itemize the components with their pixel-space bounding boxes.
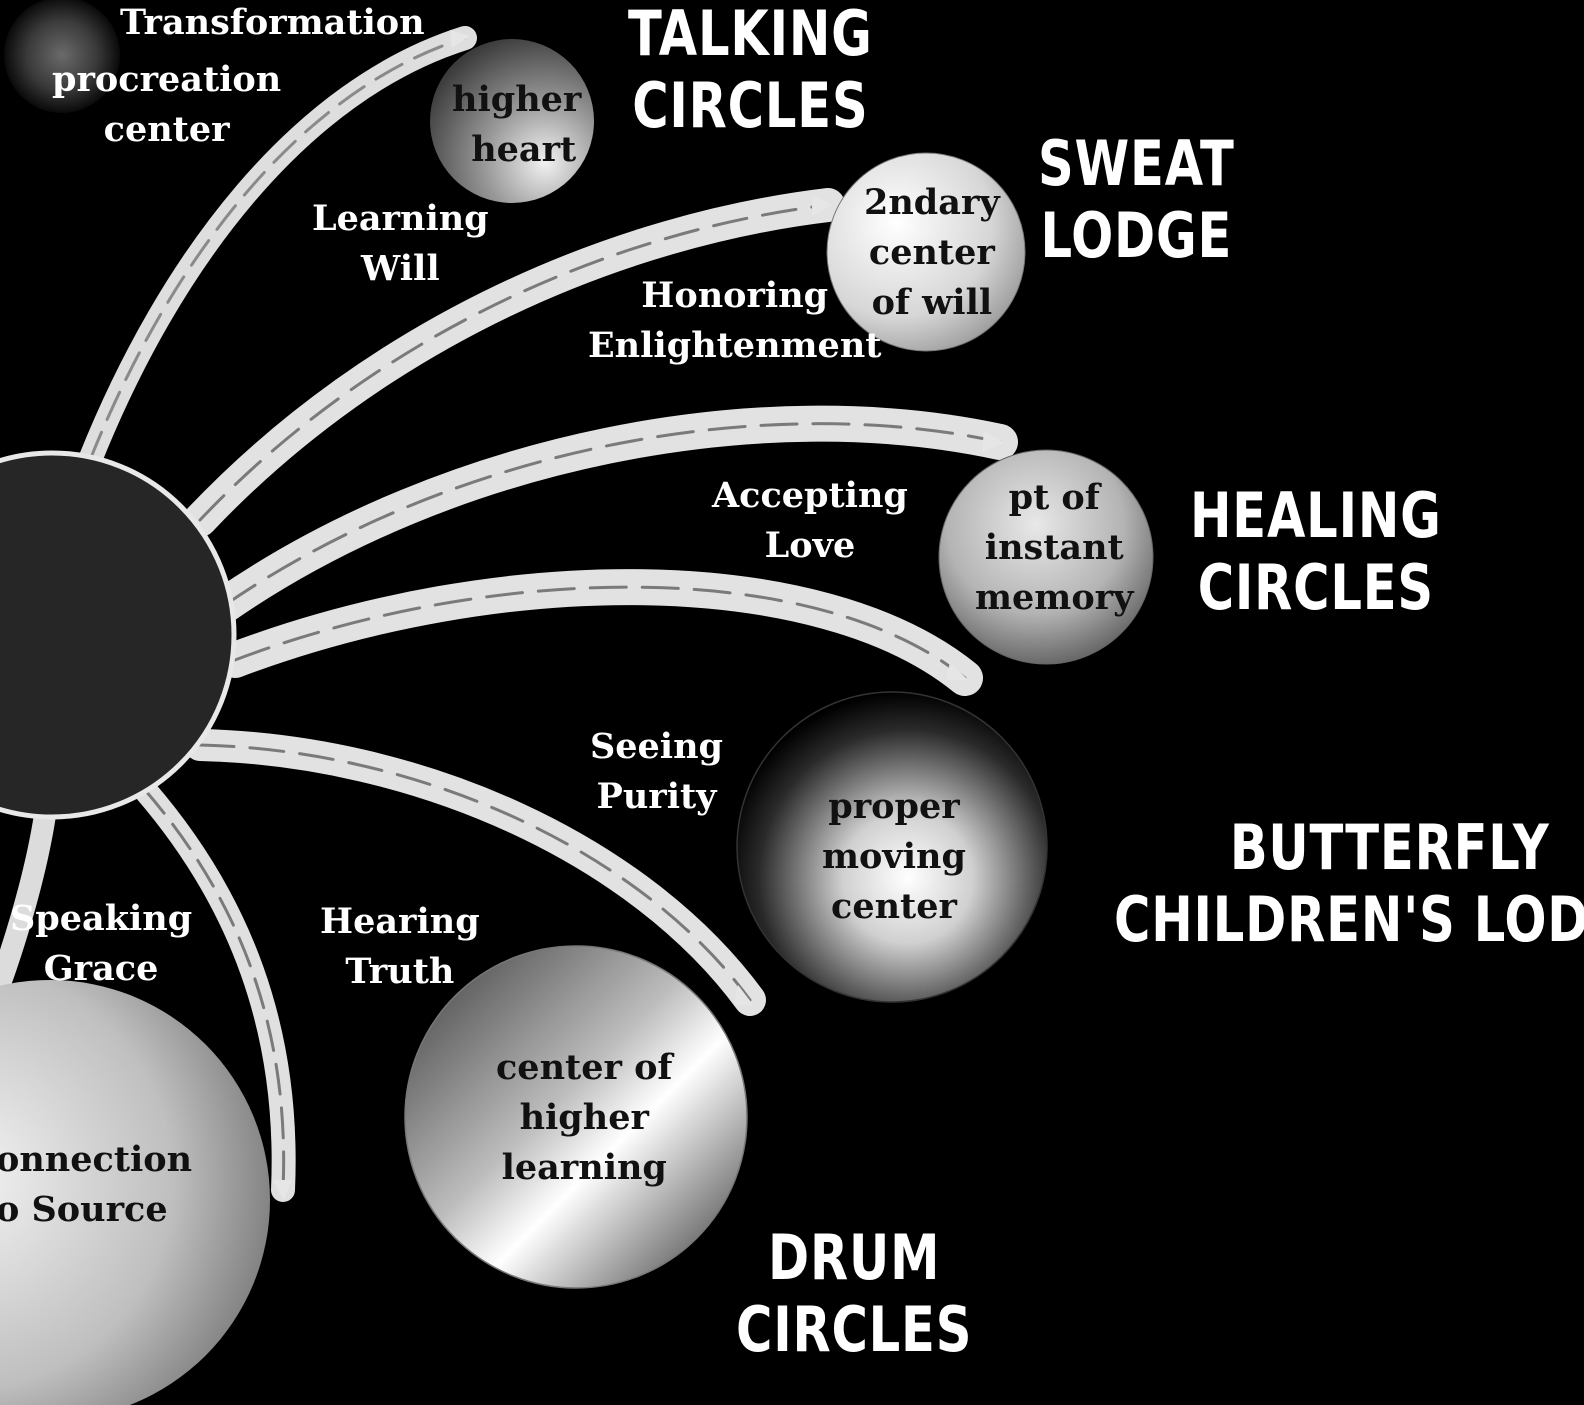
ray-accepting	[235, 587, 965, 678]
label-seeing-line-1: Seeing	[590, 722, 723, 772]
node-proper-moving-line-1: proper	[822, 782, 966, 832]
node-higher-learning-line-1: center of	[496, 1043, 673, 1093]
node-secondary-will-line-2: center	[864, 228, 1000, 278]
node-instant-memory-line-3: memory	[975, 573, 1133, 623]
label-accepting-line-2: Love	[712, 521, 908, 571]
label-speaking-line-1: Speaking	[10, 894, 192, 944]
lodge-butterfly-line-2: CHILDREN'S LODGE	[1114, 884, 1584, 956]
label-honoring-line-2: Enlightenment	[588, 321, 881, 371]
node-secondary-will-line-3: of will	[864, 278, 1000, 328]
label-hearing-line-2: Truth	[320, 947, 480, 997]
node-higher-learning-text: center of higher learning	[496, 1043, 673, 1193]
lodge-butterfly-childrens-lodge: BUTTERFLY CHILDREN'S LODGE	[1114, 812, 1584, 956]
node-procreation-text: procreation center	[52, 55, 281, 155]
label-honoring-line-1: Honoring	[588, 271, 881, 321]
node-source-line-2: o Source	[0, 1185, 192, 1235]
lodge-healing-circles: HEALING CIRCLES	[1190, 480, 1442, 624]
lodge-talking-circles: TALKING CIRCLES	[628, 0, 873, 142]
label-transformation-line-1: Transformation	[120, 0, 425, 48]
node-proper-moving-text: proper moving center	[822, 782, 966, 932]
label-honoring-enlightenment: Honoring Enlightenment	[588, 271, 881, 371]
lodge-healing-line-1: HEALING	[1190, 480, 1442, 552]
lodge-sweat-line-1: SWEAT	[1038, 128, 1235, 200]
label-hearing-truth: Hearing Truth	[320, 897, 480, 997]
label-accepting-line-1: Accepting	[712, 471, 908, 521]
node-procreation-line-2: center	[52, 105, 281, 155]
label-seeing-line-2: Purity	[590, 772, 723, 822]
lodge-healing-line-2: CIRCLES	[1190, 552, 1442, 624]
lodge-talking-line-2: CIRCLES	[628, 70, 873, 142]
node-source-line-1: onnection	[0, 1135, 192, 1185]
label-learning-will: Learning Will	[312, 194, 489, 294]
lodge-drum-circles: DRUM CIRCLES	[736, 1222, 972, 1366]
label-learning-line-2: Will	[312, 244, 489, 294]
node-higher-heart-line-1: higher	[452, 75, 581, 125]
node-proper-moving-line-2: moving	[822, 832, 966, 882]
node-proper-moving-line-3: center	[822, 882, 966, 932]
lodge-sweat-lodge: SWEAT LODGE	[1038, 128, 1235, 272]
node-higher-learning-line-2: higher	[496, 1093, 673, 1143]
label-learning-line-1: Learning	[312, 194, 489, 244]
label-accepting-love: Accepting Love	[712, 471, 908, 571]
lodge-talking-line-1: TALKING	[628, 0, 873, 70]
lodge-drum-line-1: DRUM	[736, 1222, 972, 1294]
lodge-butterfly-line-1: BUTTERFLY	[1114, 812, 1584, 884]
node-procreation-line-1: procreation	[52, 55, 281, 105]
label-hearing-line-1: Hearing	[320, 897, 480, 947]
lodge-drum-line-2: CIRCLES	[736, 1294, 972, 1366]
node-secondary-will-line-1: 2ndary	[864, 178, 1000, 228]
node-instant-memory-line-2: instant	[975, 523, 1133, 573]
node-higher-heart-line-2: heart	[452, 125, 581, 175]
label-seeing-purity: Seeing Purity	[590, 722, 723, 822]
node-secondary-will-text: 2ndary center of will	[864, 178, 1000, 328]
label-speaking-grace: Speaking Grace	[10, 894, 192, 994]
node-instant-memory-line-1: pt of	[975, 473, 1133, 523]
lodge-sweat-line-2: LODGE	[1038, 200, 1235, 272]
node-higher-learning-line-3: learning	[496, 1143, 673, 1193]
node-higher-heart-text: higher heart	[452, 75, 581, 175]
node-instant-memory-text: pt of instant memory	[975, 473, 1133, 623]
label-speaking-line-2: Grace	[10, 944, 192, 994]
node-source-text: onnection o Source	[0, 1135, 192, 1235]
label-transformation: Transformation	[120, 0, 425, 48]
